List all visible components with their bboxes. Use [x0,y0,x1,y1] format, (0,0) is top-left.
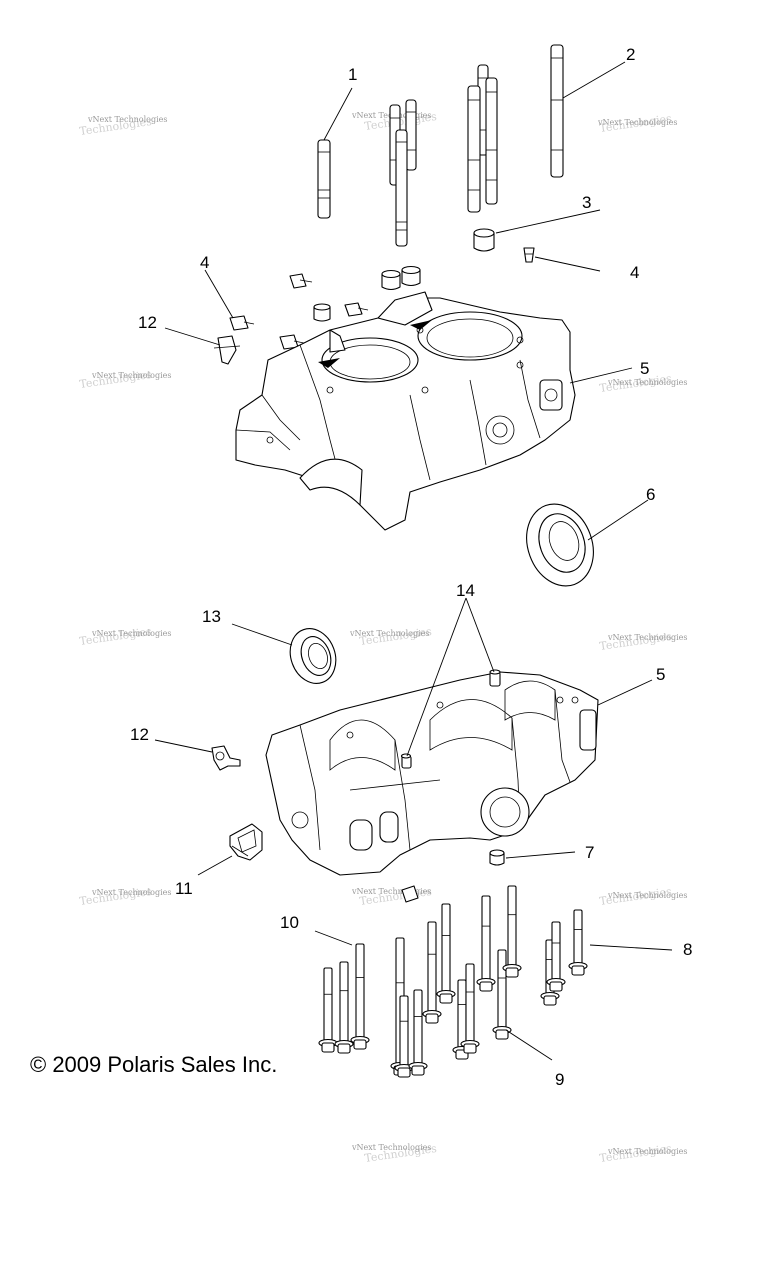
dowel-3 [473,228,495,252]
watermark-text: vNext Technologies [91,371,171,380]
bolt [568,909,588,976]
callout-4: 4 [630,263,639,282]
bolt [318,967,338,1053]
bolt [350,943,370,1050]
copyright-notice: © 2009 Polaris Sales Inc. [30,1052,278,1077]
stud-1b [405,99,417,171]
callout-8: 8 [683,940,692,959]
callout-10: 10 [280,913,299,932]
nozzle-4 [523,247,535,263]
callout-6: 6 [646,485,655,504]
callout-labels: 1 2 3 4 4 12 5 6 13 14 5 12 7 11 10 8 9 [130,45,692,1089]
bolt [460,963,480,1054]
watermark-text: vNext Technologies [91,629,171,638]
crankcase-bolts [318,885,588,1078]
bolt [476,895,496,992]
bolt [408,989,428,1076]
dowel-3b [381,269,401,291]
upper-crankcase [235,291,576,531]
nozzle-4c [344,302,369,317]
plug-7 [489,849,505,866]
watermark-text: vNext Technologies [597,118,677,127]
stud-1d [395,129,408,247]
callout-14: 14 [456,581,475,600]
watermark-text: vNext Technologies [349,629,429,638]
nozzle-4d [229,315,255,331]
stud-2c [485,77,498,205]
bolt [502,885,522,978]
watermark-text: vNext Technologies [607,1147,687,1156]
callout-5-lower: 5 [656,665,665,684]
callout-3: 3 [582,193,591,212]
callout-1: 1 [348,65,357,84]
callout-5: 5 [640,359,649,378]
sensor-12-lower [211,745,241,771]
callout-7: 7 [585,843,594,862]
watermark-text: vNext Technologies [607,633,687,642]
stud-2 [550,44,564,178]
callout-9: 9 [555,1070,564,1089]
callout-11: 11 [175,879,193,898]
callout-12: 12 [138,313,157,332]
seal-6 [526,503,594,587]
seal-13 [289,628,337,684]
cylinder-studs [317,44,564,247]
watermark-text: vNext Technologies [607,891,687,900]
leader-lines [154,61,673,1061]
sensor-12-upper [213,335,241,365]
stud-2d [467,85,481,213]
bolt [436,903,456,1004]
stud-1 [317,139,331,219]
bolt [422,921,442,1024]
nozzle-4b [289,273,313,289]
bolt [546,921,566,992]
dowel-3c [401,265,421,287]
callout-13: 13 [202,607,221,626]
nozzles [229,247,535,350]
watermark-text: vNext Technologies [607,378,687,387]
watermarks: Technologies vNext Technologies Technolo… [79,110,688,1165]
callout-12-lower: 12 [130,725,149,744]
bracket-11 [229,823,263,861]
watermark-text: vNext Technologies [351,1143,431,1152]
watermark-text: vNext Technologies [91,888,171,897]
watermark-text: vNext Technologies [351,887,431,896]
dowel-3d [313,303,331,322]
callout-4-upper-left: 4 [200,253,209,272]
bolt [334,961,354,1054]
callout-2: 2 [626,45,635,64]
lower-crankcase [265,669,599,903]
watermark-text: vNext Technologies [87,115,167,124]
dowel-pins [313,228,495,322]
